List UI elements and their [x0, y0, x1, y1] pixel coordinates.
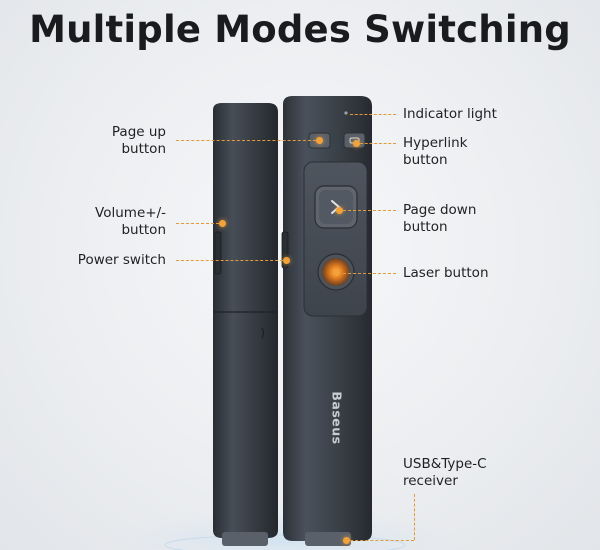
power-switch-hotspot[interactable]: [283, 257, 290, 264]
page-up-hotspot[interactable]: [316, 137, 323, 144]
usb-hotspot[interactable]: [343, 537, 350, 544]
volume-hotspot[interactable]: [219, 220, 226, 227]
label-power: Power switch: [77, 252, 166, 268]
leader-volume: [176, 223, 219, 224]
brand-logo: Baseus: [329, 391, 345, 445]
presenter-body: ‹: [281, 96, 372, 546]
laser-hotspot[interactable]: [333, 269, 340, 276]
page-title: Multiple Modes Switching: [29, 8, 571, 51]
usb-receiver-body: [213, 103, 278, 546]
control-panel: [303, 161, 368, 317]
label-page-up: Page up button: [111, 124, 166, 157]
label-laser: Laser button: [403, 265, 489, 281]
leader-usb-horizontal: [350, 540, 414, 541]
label-volume: Volume+/- button: [95, 205, 166, 238]
leader-page-up: [176, 140, 316, 141]
leader-laser: [343, 273, 396, 274]
indicator-light-dot: [344, 111, 348, 115]
label-indicator: Indicator light: [403, 106, 497, 122]
hyperlink-hotspot[interactable]: [353, 140, 360, 147]
page-down-hotspot[interactable]: [336, 207, 343, 214]
leader-power: [176, 260, 283, 261]
label-hyperlink: Hyperlink button: [403, 135, 468, 168]
leader-usb-vertical: [414, 494, 415, 540]
leader-page-down: [343, 210, 396, 211]
leader-indicator: [350, 114, 396, 115]
label-page-down: Page down button: [403, 202, 477, 235]
leader-hyperlink: [360, 143, 396, 144]
label-usb: USB&Type-C receiver: [403, 456, 487, 489]
